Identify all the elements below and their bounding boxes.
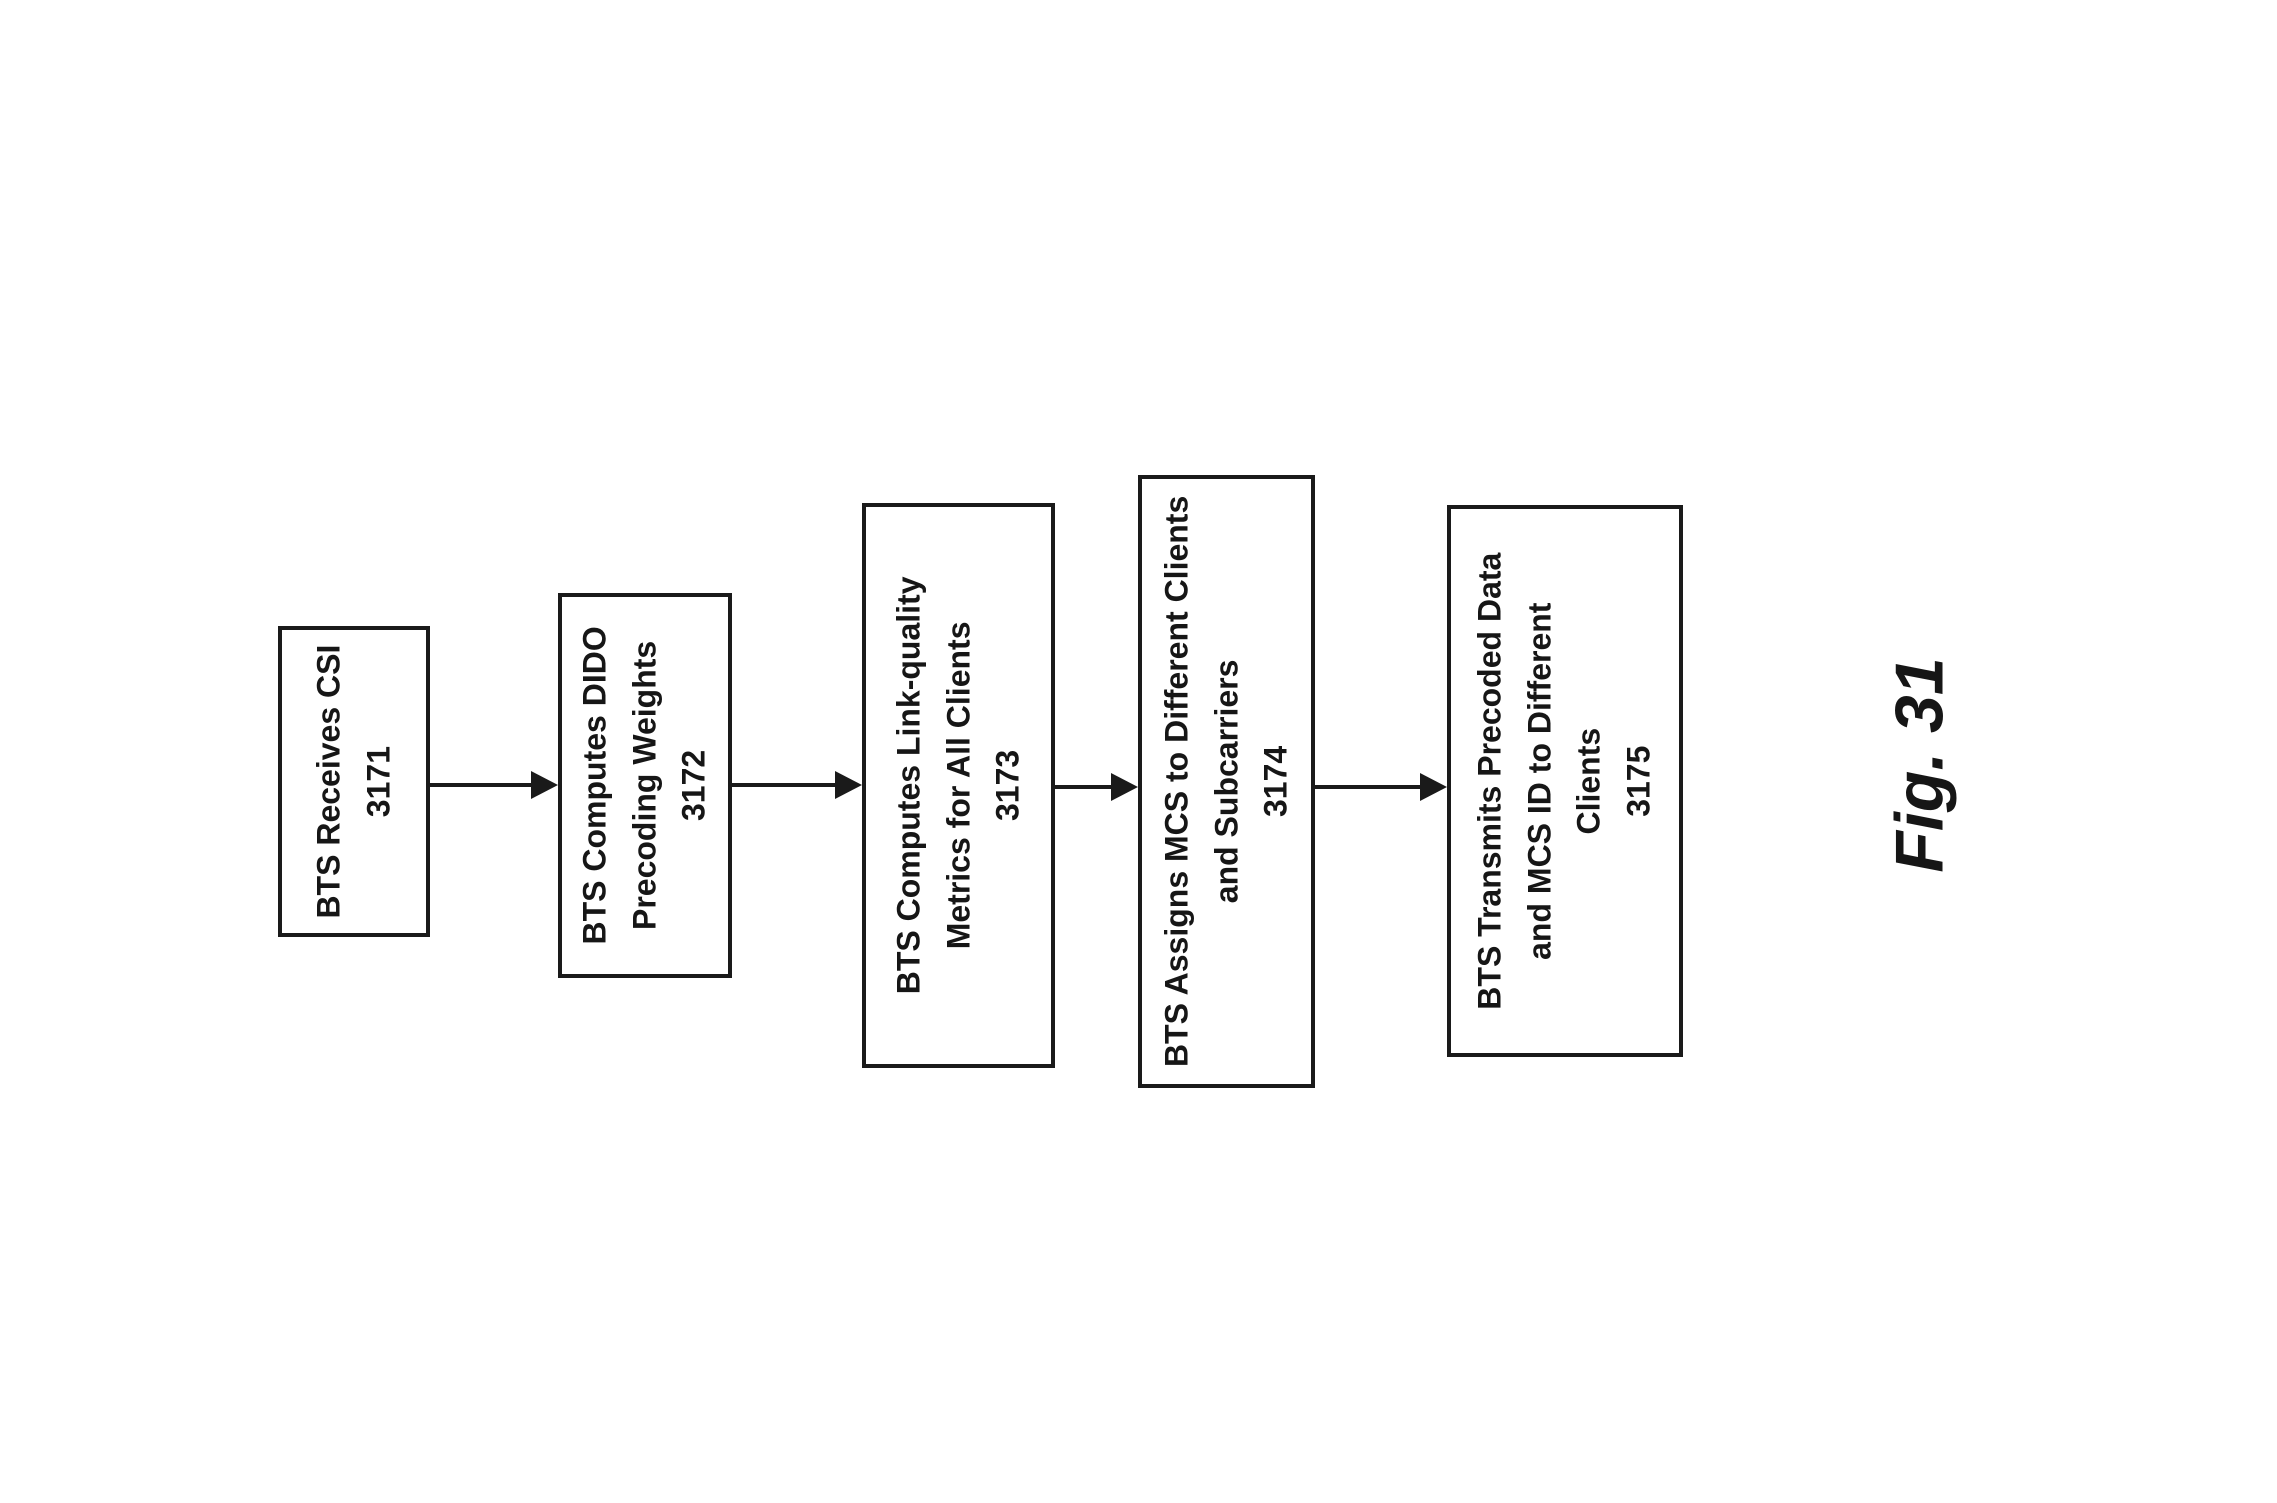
flow-box-3171-text: BTS Receives CSI 3171 bbox=[304, 645, 403, 919]
box-text-line: Clients bbox=[1571, 727, 1607, 835]
arrow-shaft bbox=[1315, 785, 1425, 789]
flow-box-3174-text: BTS Assigns MCS to Different Clients and… bbox=[1152, 496, 1301, 1067]
box-text-line: BTS Transmits Precoded Data bbox=[1471, 552, 1508, 1010]
box-step-number: 3175 bbox=[1620, 745, 1657, 817]
box-text-line: BTS Computes DIDO bbox=[576, 626, 613, 945]
arrow-shaft bbox=[732, 783, 840, 787]
arrowhead-icon bbox=[1111, 773, 1138, 801]
flow-box-3172-text: BTS Computes DIDO Precoding Weights 3172 bbox=[571, 626, 720, 944]
flow-box-3175: BTS Transmits Precoded Data and MCS ID t… bbox=[1447, 505, 1683, 1057]
flow-box-3175-text: BTS Transmits Precoded Data and MCS ID t… bbox=[1466, 552, 1664, 1009]
flow-box-3173: BTS Computes Link-quality Metrics for Al… bbox=[862, 503, 1055, 1068]
arrow-3171-to-3172 bbox=[430, 770, 558, 800]
box-text-line: Precoding Weights bbox=[626, 640, 663, 931]
box-step-number: 3171 bbox=[360, 745, 396, 818]
arrowhead-icon bbox=[531, 771, 558, 799]
figure-label-text: Fig. 31 bbox=[1882, 657, 1959, 873]
arrowhead-icon bbox=[835, 771, 862, 799]
box-text-line: BTS Computes Link-quality bbox=[890, 576, 927, 995]
arrow-3173-to-3174 bbox=[1055, 772, 1138, 802]
figure-label: Fig. 31 bbox=[1840, 645, 2000, 885]
box-text-line: and MCS ID to Different bbox=[1521, 602, 1558, 960]
arrow-shaft bbox=[1055, 785, 1116, 789]
flow-box-3173-text: BTS Computes Link-quality Metrics for Al… bbox=[884, 577, 1033, 995]
box-text-line: and Subcarriers bbox=[1207, 659, 1244, 904]
box-step-number: 3174 bbox=[1257, 745, 1294, 818]
arrowhead-icon bbox=[1420, 773, 1447, 801]
box-step-number: 3173 bbox=[989, 749, 1026, 822]
flow-box-3174: BTS Assigns MCS to Different Clients and… bbox=[1138, 475, 1315, 1088]
box-text-line: BTS Assigns MCS to Different Clients bbox=[1158, 495, 1195, 1068]
box-step-number: 3172 bbox=[675, 749, 712, 822]
box-text-line: Metrics for All Clients bbox=[939, 621, 976, 950]
arrow-shaft bbox=[430, 783, 536, 787]
arrow-3172-to-3173 bbox=[732, 770, 862, 800]
flow-box-3172: BTS Computes DIDO Precoding Weights 3172 bbox=[558, 593, 732, 978]
flow-box-3171: BTS Receives CSI 3171 bbox=[278, 626, 430, 937]
arrow-3174-to-3175 bbox=[1315, 772, 1447, 802]
box-text-line: BTS Receives CSI bbox=[310, 644, 347, 919]
